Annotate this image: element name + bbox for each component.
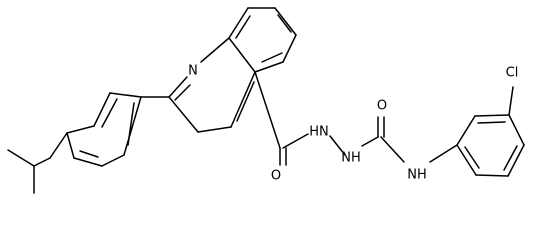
hydrazide-nh-label-1: HN (309, 125, 329, 140)
chlorophenyl-ring (456, 86, 525, 177)
urea-linker (377, 116, 458, 163)
isopropyl-group (7, 149, 51, 194)
quinoline-nitrogen-label: N (188, 64, 198, 79)
carbonyl-oxygen-label: O (271, 169, 281, 184)
quinoline-pyridine-ring (168, 37, 256, 133)
isopropylphenyl-ring (49, 92, 170, 167)
urea-oxygen-label: O (377, 99, 387, 114)
quinoline-benzo-ring (228, 7, 297, 73)
hydrazide-linker (254, 71, 379, 166)
hydrazide-nh-label-2: NH (341, 151, 361, 166)
structure-canvas: N O O HN NH NH Cl (7, 7, 525, 194)
amide-nh-label: NH (407, 168, 427, 183)
molecule-drawing: N O O HN NH NH Cl (7, 7, 525, 194)
chlorine-label: Cl (506, 66, 519, 81)
